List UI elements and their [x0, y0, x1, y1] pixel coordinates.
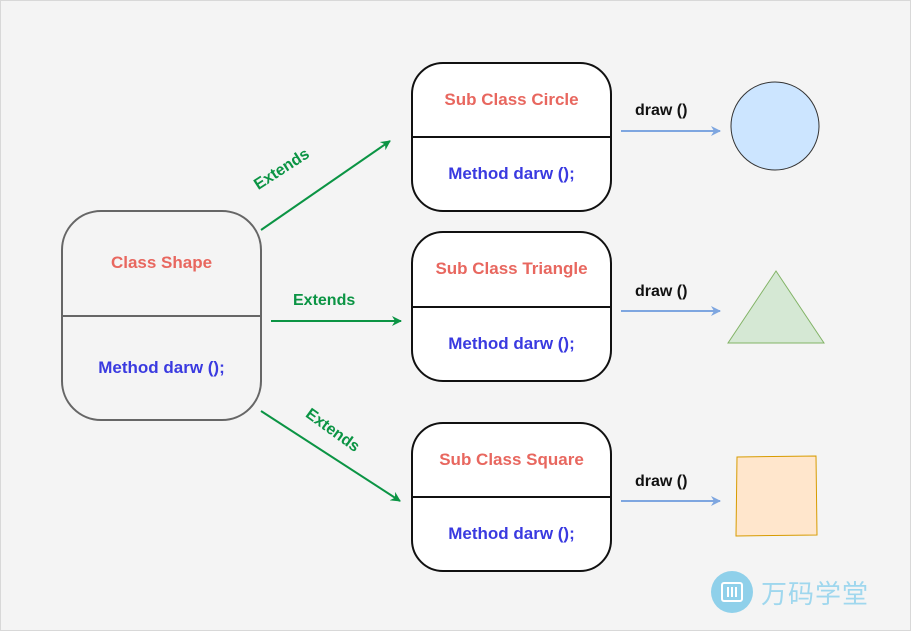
circle-shape [730, 81, 820, 171]
square-shape [735, 455, 818, 537]
sub-class-triangle-method: Method darw (); [448, 333, 575, 353]
sub-class-triangle-title: Sub Class Triangle [413, 233, 610, 308]
book-logo-icon [711, 571, 753, 613]
extends-arrow-square [260, 410, 401, 502]
triangle-shape [727, 270, 825, 344]
sub-class-square-box: Sub Class Square Method darw (); [411, 422, 612, 572]
class-shape-title: Class Shape [63, 212, 260, 317]
class-shape-method: Method darw (); [98, 357, 225, 377]
class-shape-box: Class Shape Method darw (); [61, 210, 262, 421]
sub-class-circle-title: Sub Class Circle [413, 64, 610, 138]
sub-class-square-title: Sub Class Square [413, 424, 610, 498]
sub-class-circle-method: Method darw (); [448, 164, 575, 183]
watermark: 万码学堂 [711, 571, 869, 613]
draw-label-square: draw () [635, 473, 688, 490]
draw-label-triangle: draw () [635, 283, 688, 300]
extends-label-triangle: Extends [293, 292, 356, 309]
extends-arrow-circle [260, 140, 391, 231]
sub-class-triangle-box: Sub Class Triangle Method darw (); [411, 231, 612, 382]
draw-label-circle: draw () [635, 102, 688, 119]
sub-class-square-method: Method darw (); [448, 524, 575, 543]
sub-class-circle-box: Sub Class Circle Method darw (); [411, 62, 612, 212]
watermark-text: 万码学堂 [761, 579, 870, 610]
